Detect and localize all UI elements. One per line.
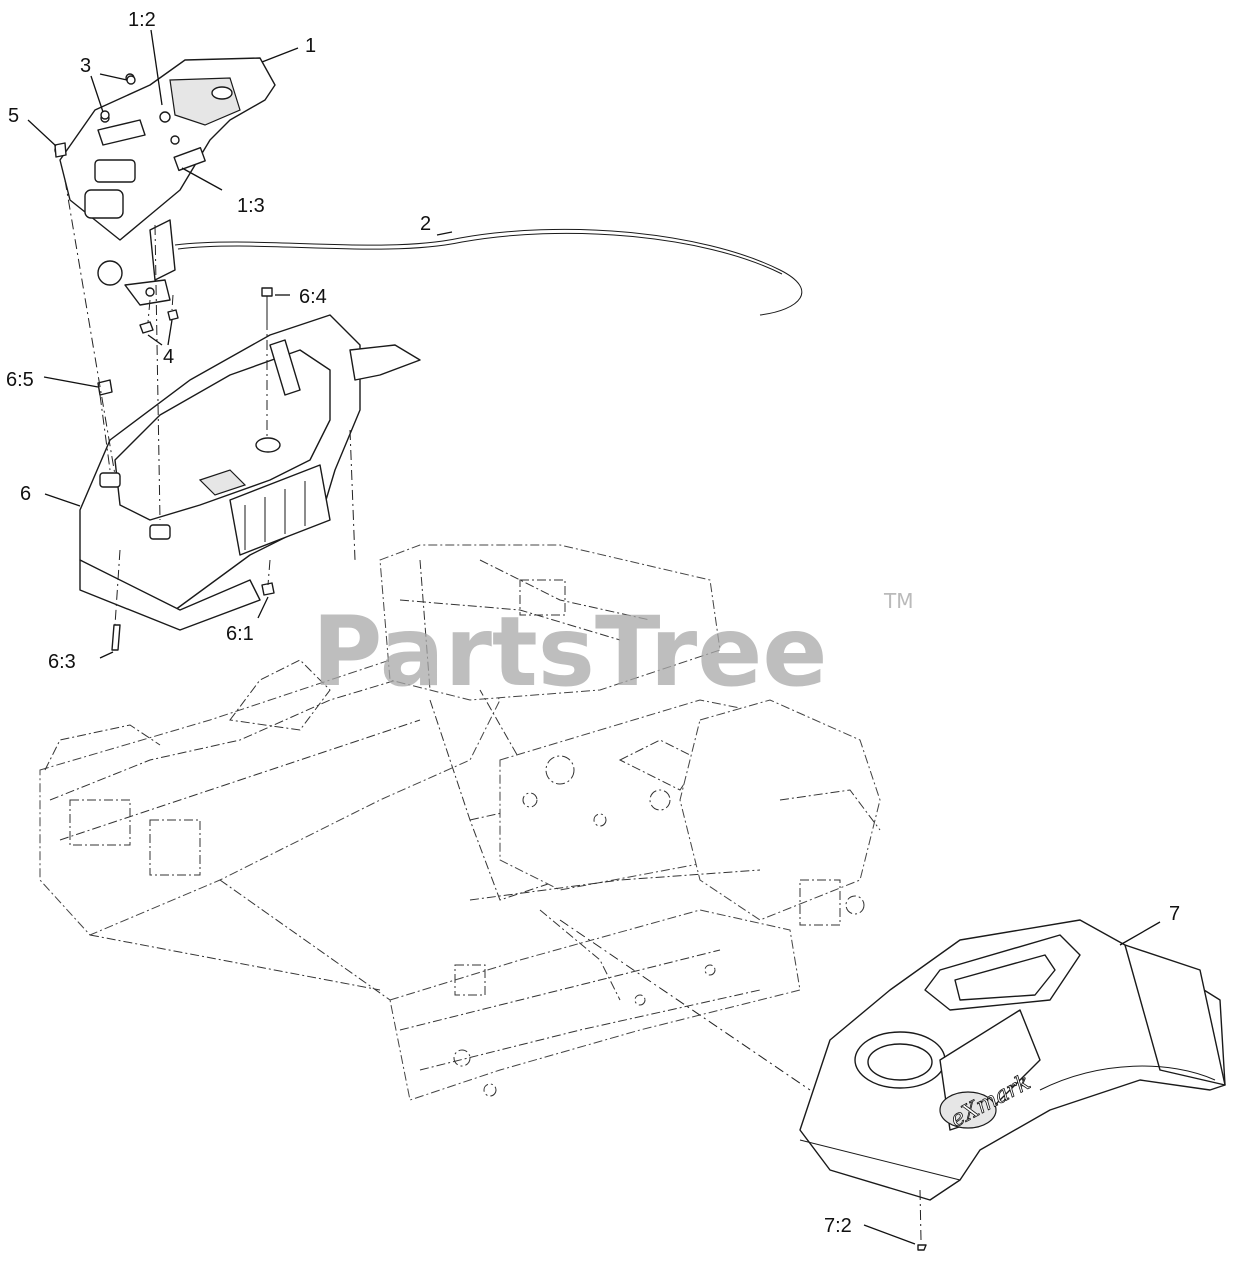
svg-text:TM: TM — [883, 589, 913, 613]
callout-6: 6 — [20, 483, 31, 505]
callout-7-2: 7:2 — [824, 1215, 852, 1237]
callout-2: 2 — [420, 213, 431, 235]
callout-6-5: 6:5 — [6, 369, 34, 391]
callout-1-3: 1:3 — [237, 195, 265, 217]
leader-lines — [27, 29, 1161, 1245]
callout-1: 1 — [305, 35, 316, 57]
callout-6-1: 6:1 — [226, 623, 254, 645]
callout-7: 7 — [1169, 903, 1180, 925]
partstree-watermark: PartsTree TM — [312, 589, 913, 708]
part-7-console-cover: eXmark — [799, 919, 1226, 1201]
part-1-control-panel — [54, 57, 276, 281]
part-2-throttle-cable — [97, 228, 803, 316]
callout-5: 5 — [8, 105, 19, 127]
callout-6-4: 6:4 — [299, 286, 327, 308]
chassis-frame — [39, 544, 881, 1101]
callout-3: 3 — [80, 55, 91, 77]
svg-text:PartsTree: PartsTree — [312, 596, 827, 708]
alignment-lines — [64, 179, 922, 1241]
callout-4: 4 — [163, 346, 174, 368]
callout-labels: 1 1:2 1:3 2 3 4 5 6 6:1 6:3 6:4 6:5 7 7:… — [6, 9, 1180, 1237]
callout-6-3: 6:3 — [48, 651, 76, 673]
callout-1-2: 1:2 — [128, 9, 156, 31]
part-6-housing — [79, 314, 421, 631]
fasteners — [54, 75, 927, 1251]
